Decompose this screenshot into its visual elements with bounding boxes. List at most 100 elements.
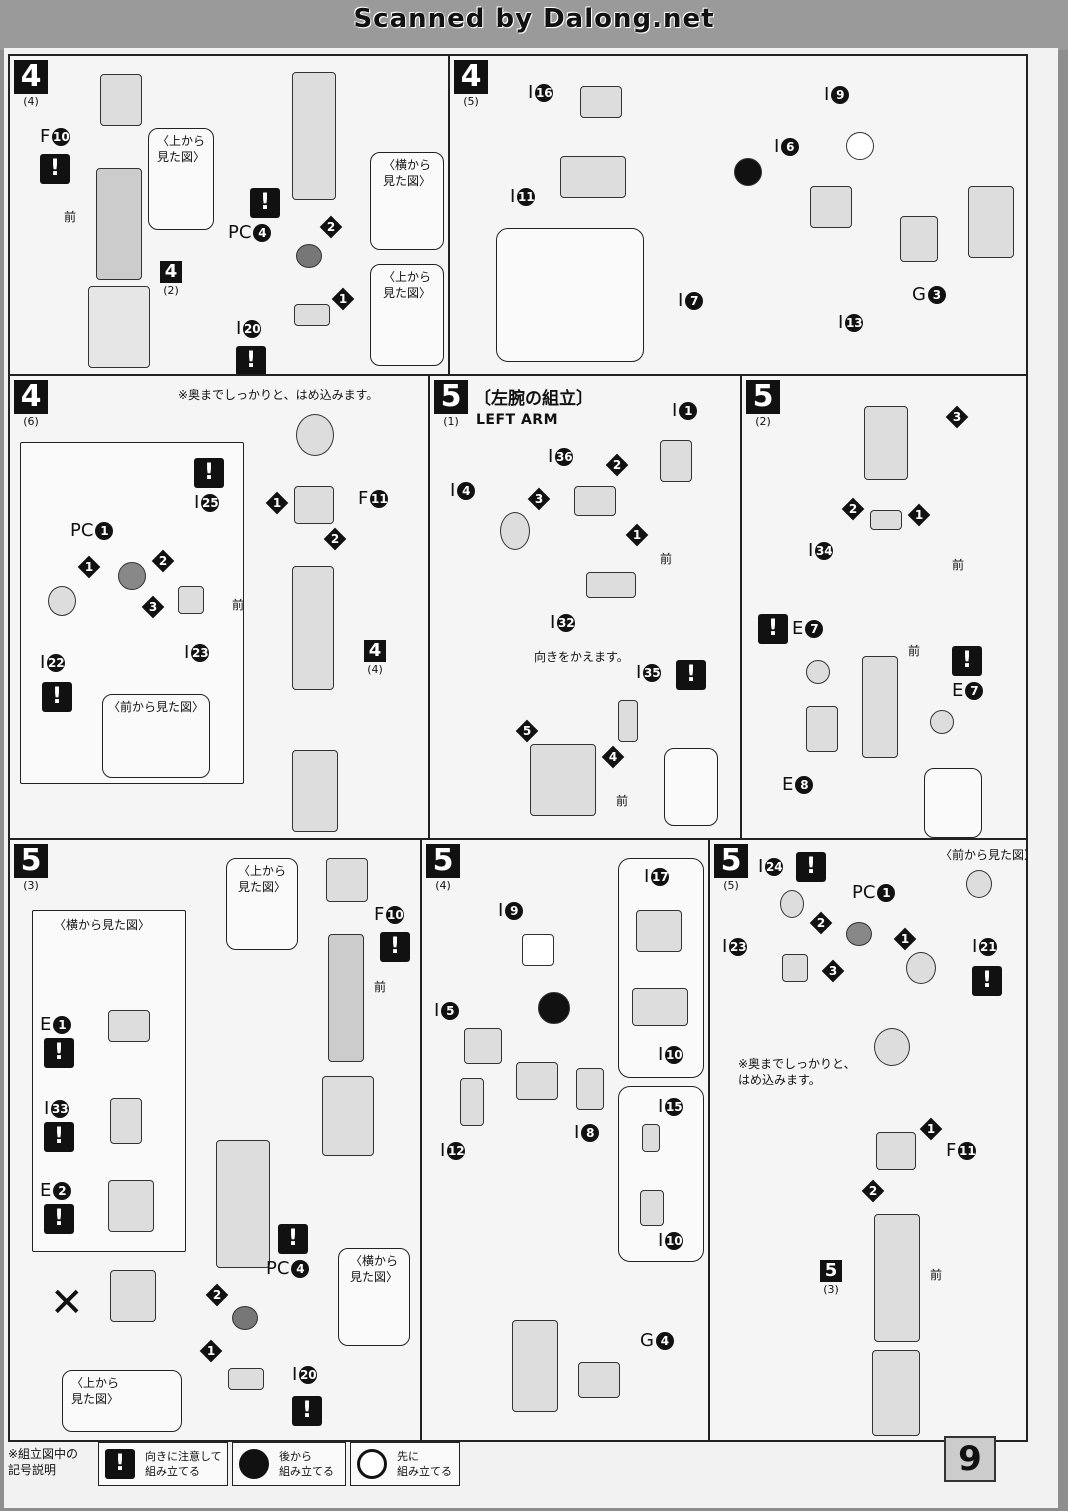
body-part bbox=[968, 186, 1014, 258]
step-marker-2: 2 bbox=[319, 215, 343, 239]
step-marker-2: 2 bbox=[605, 453, 629, 477]
instruction-note: ※奥までしっかりと、はめ込みます。 bbox=[178, 388, 379, 402]
caution-icon: ! bbox=[278, 1224, 308, 1254]
polycap-part bbox=[296, 244, 322, 268]
watermark: Scanned by Dalong.net bbox=[353, 4, 715, 34]
callout-side-view: 〈横から 見た図〉 bbox=[370, 152, 444, 250]
lower-body-part bbox=[872, 1350, 920, 1436]
caution-icon: ! bbox=[796, 852, 826, 882]
shield-part bbox=[900, 216, 938, 262]
finger-parts-2 bbox=[632, 988, 688, 1026]
legend-item-back: 後から 組み立てる bbox=[232, 1442, 346, 1486]
caution-icon: ! bbox=[40, 154, 70, 184]
ankle-part bbox=[228, 1368, 264, 1390]
step-marker-1: 1 bbox=[77, 555, 101, 579]
legend-item-caution: ! 向きに注意して 組み立てる bbox=[98, 1442, 228, 1486]
polycap-part bbox=[118, 562, 146, 590]
torso-frame-part bbox=[464, 1028, 502, 1064]
frame-part bbox=[110, 1098, 142, 1144]
caution-icon: ! bbox=[44, 1122, 74, 1152]
polycap-part bbox=[232, 1306, 258, 1330]
step-marker-1: 1 bbox=[907, 503, 931, 527]
first-circle-icon bbox=[522, 934, 554, 966]
shell-wrong-part bbox=[110, 1270, 156, 1322]
step-marker-2: 2 bbox=[323, 527, 347, 551]
hinge-part bbox=[870, 510, 902, 530]
step-badge: 5 (5) bbox=[714, 844, 748, 892]
back-circle-icon bbox=[239, 1449, 269, 1479]
step-badge: 5 (3) bbox=[14, 844, 48, 892]
inset-box bbox=[618, 858, 704, 1078]
block-part bbox=[178, 586, 204, 614]
cover-part bbox=[806, 706, 838, 752]
caution-icon: ! bbox=[42, 682, 72, 712]
leg-part bbox=[100, 74, 142, 126]
step-marker-2: 2 bbox=[809, 911, 833, 935]
front-label: 前 bbox=[374, 980, 387, 994]
step-marker-2: 2 bbox=[841, 497, 865, 521]
arm-assembled-part bbox=[862, 656, 898, 758]
shield-part bbox=[578, 1362, 620, 1398]
hand-part bbox=[580, 86, 622, 118]
caution-icon: ! bbox=[758, 614, 788, 644]
front-label: 前 bbox=[64, 210, 77, 224]
step-marker-2: 2 bbox=[205, 1283, 229, 1307]
step-badge: 4 (4) bbox=[14, 60, 48, 108]
leg-frame-part bbox=[328, 934, 364, 1062]
thumb-part-2 bbox=[640, 1190, 664, 1226]
first-circle-icon bbox=[357, 1449, 387, 1479]
callout-top-view-2: 〈上から 見た図〉 bbox=[62, 1370, 182, 1432]
block-part bbox=[782, 954, 808, 982]
shoulder-part bbox=[576, 1068, 604, 1110]
finger-parts bbox=[560, 156, 626, 198]
step-marker-2: 2 bbox=[861, 1179, 885, 1203]
leg-assembled-part bbox=[874, 1214, 920, 1342]
instruction-note: 向きをかえます。 bbox=[534, 650, 629, 664]
symbol-legend: ※組立図中の 記号説明 ! 向きに注意して 組み立てる 後から 組み立てる 先に… bbox=[4, 1442, 464, 1486]
shoulder-part bbox=[500, 512, 530, 550]
instruction-note: ※奥までしっかりと、 はめ込みます。 bbox=[738, 1057, 856, 1087]
step-marker-1: 1 bbox=[893, 927, 917, 951]
kneepad-part bbox=[876, 1132, 916, 1170]
joint-part bbox=[780, 890, 804, 918]
inset-box-2 bbox=[618, 1086, 704, 1262]
section-subtitle: LEFT ARM bbox=[476, 412, 559, 428]
arm-joint-part bbox=[574, 486, 616, 516]
caution-icon: ! bbox=[676, 660, 706, 690]
finger-parts bbox=[636, 910, 682, 952]
leg-lower-part bbox=[88, 286, 150, 368]
elbow-part bbox=[586, 572, 636, 598]
cap-part bbox=[806, 660, 830, 684]
leg-frame-part bbox=[96, 168, 142, 280]
step-marker-5: 5 bbox=[515, 719, 539, 743]
body-part bbox=[512, 1320, 558, 1412]
step-badge: 5 (4) bbox=[426, 844, 460, 892]
ref-step-badge: 5 (3) bbox=[820, 1260, 842, 1296]
callout-front-view: 〈前から見た図〉 bbox=[102, 694, 210, 778]
step-marker-3: 3 bbox=[821, 959, 845, 983]
